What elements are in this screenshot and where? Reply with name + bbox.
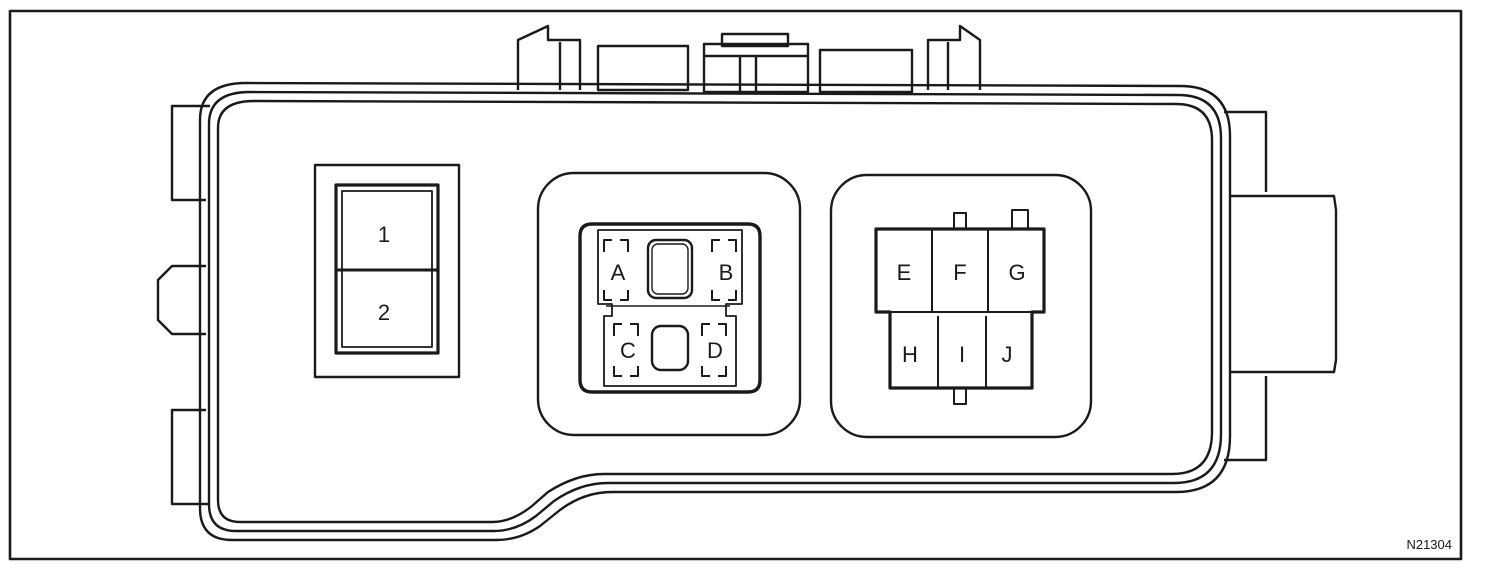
terminal-label: E (897, 260, 912, 285)
housing-outline-mid (207, 90, 1223, 533)
top-latches (516, 24, 982, 94)
terminal-label: D (707, 338, 723, 363)
housing-outline-outer (198, 81, 1232, 542)
terminal-label: A (611, 260, 626, 285)
relay-block (313, 163, 461, 379)
connector-right (829, 173, 1093, 439)
terminal-label: H (902, 342, 918, 367)
relay-slot-label: 2 (378, 300, 390, 325)
connector-left (536, 171, 802, 437)
right-tabs (1224, 110, 1338, 462)
terminal-label: F (953, 260, 966, 285)
figure-id: N21304 (1406, 537, 1452, 552)
left-tabs (156, 104, 210, 506)
terminal-label: J (1002, 342, 1013, 367)
outer-frame (8, 9, 1463, 561)
housing-outline-inner (216, 99, 1214, 524)
relay-slot-label: 1 (378, 222, 390, 247)
terminal-label: B (719, 260, 734, 285)
terminal-label: C (620, 338, 636, 363)
terminal-label: G (1008, 260, 1025, 285)
terminal-label: I (959, 342, 965, 367)
